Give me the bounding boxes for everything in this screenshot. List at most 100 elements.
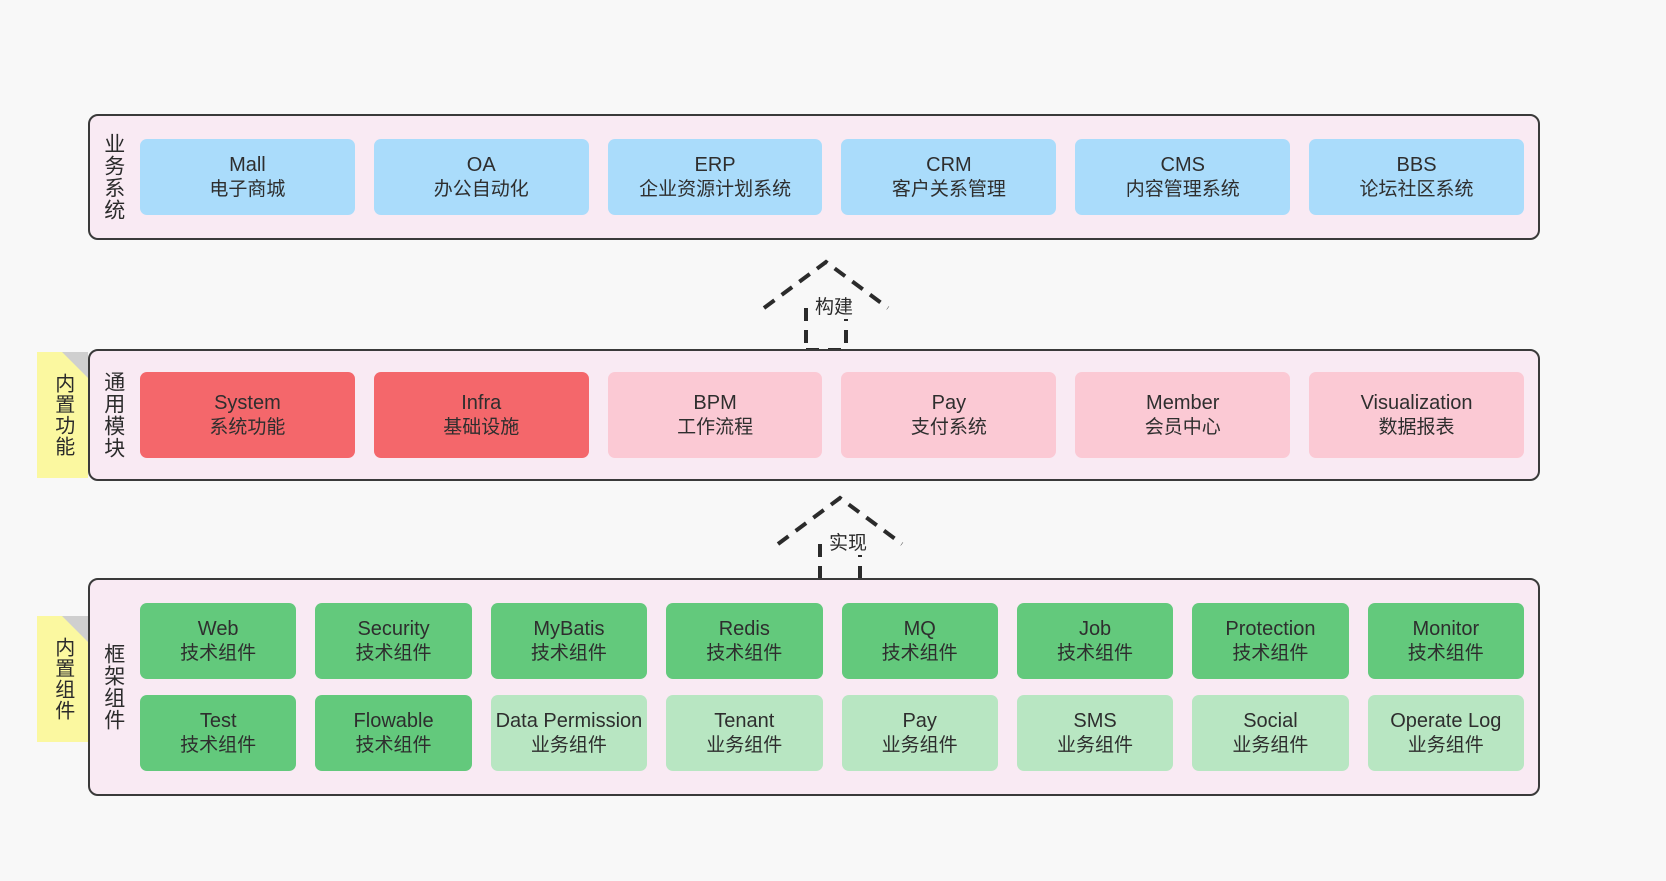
module-card-name: System [214, 391, 281, 414]
module-card-subtitle: 办公自动化 [433, 178, 529, 200]
module-card-subtitle: 内容管理系统 [1125, 178, 1240, 200]
connector-build-label: 构建 [812, 292, 857, 319]
module-card-name: OA [466, 153, 496, 176]
module-card-name: Redis [718, 617, 770, 640]
module-card-subtitle: 支付系统 [910, 416, 987, 438]
build-arrowhead [762, 259, 890, 310]
module-card-name: Infra [461, 391, 502, 414]
note-builtin-components: 内置组件 [37, 616, 88, 742]
connector-implement-svg [776, 495, 904, 588]
module-card-subtitle: 技术组件 [1407, 642, 1484, 664]
module-card-name: Operate Log [1390, 709, 1502, 732]
module-card-name: Flowable [353, 709, 434, 732]
build-stem [804, 308, 848, 352]
module-card-subtitle: 技术组件 [355, 734, 432, 756]
note-builtin-features: 内置功能 [37, 352, 88, 478]
module-card-name: Visualization [1360, 391, 1473, 414]
module-card-name: Member [1146, 391, 1220, 414]
module-card-subtitle: 会员中心 [1144, 416, 1221, 438]
module-card-name: Protection [1225, 617, 1316, 640]
module-card-name: CRM [926, 153, 972, 176]
module-card-subtitle: 客户关系管理 [891, 178, 1006, 200]
note-builtin-features-label: 内置功能 [51, 373, 74, 457]
module-card-name: Mall [229, 153, 266, 176]
note-fold-corner-icon [62, 352, 88, 378]
connector-build-svg [762, 259, 890, 352]
implement-arrowhead [776, 495, 904, 546]
module-card-subtitle: 业务组件 [706, 734, 783, 756]
connector-implement-label: 实现 [826, 528, 871, 555]
module-card-subtitle: 技术组件 [1232, 642, 1309, 664]
module-card-name: Pay [902, 709, 937, 732]
module-card-name: Monitor [1412, 617, 1480, 640]
module-card-subtitle: 业务组件 [1057, 734, 1134, 756]
layer-module-title: 通用模块 [101, 371, 125, 459]
module-card-subtitle: 技术组件 [180, 734, 257, 756]
connector-implement: 实现 [774, 492, 922, 588]
module-card-name: Pay [931, 391, 967, 414]
module-card-subtitle: 技术组件 [530, 642, 607, 664]
module-card-subtitle: 技术组件 [180, 642, 257, 664]
note-fold-corner-icon [62, 616, 88, 642]
module-card-name: Social [1243, 709, 1298, 732]
layer-business-title: 业务系统 [101, 133, 125, 221]
module-card-subtitle: 技术组件 [355, 642, 432, 664]
module-card-name: BPM [693, 391, 737, 414]
module-card-name: Test [199, 709, 237, 732]
module-card-subtitle: 电子商城 [209, 178, 286, 200]
module-card-name: BBS [1396, 153, 1437, 176]
module-card-subtitle: 技术组件 [706, 642, 783, 664]
module-card-subtitle: 工作流程 [677, 416, 754, 438]
module-card-subtitle: 系统功能 [209, 416, 286, 438]
module-card-name: Tenant [714, 709, 775, 732]
layer-framework-title: 框架组件 [101, 643, 125, 731]
module-card-name: SMS [1073, 709, 1117, 732]
module-card-name: Job [1078, 617, 1112, 640]
module-card-subtitle: 基础设施 [443, 416, 520, 438]
module-card-name: MQ [903, 617, 936, 640]
module-card-subtitle: 论坛社区系统 [1359, 178, 1474, 200]
module-card-name: Data Permission [495, 709, 643, 732]
module-card-name: CMS [1160, 153, 1205, 176]
module-card-subtitle: 数据报表 [1378, 416, 1455, 438]
connector-build: 构建 [760, 256, 908, 352]
module-card-subtitle: 业务组件 [1407, 734, 1484, 756]
